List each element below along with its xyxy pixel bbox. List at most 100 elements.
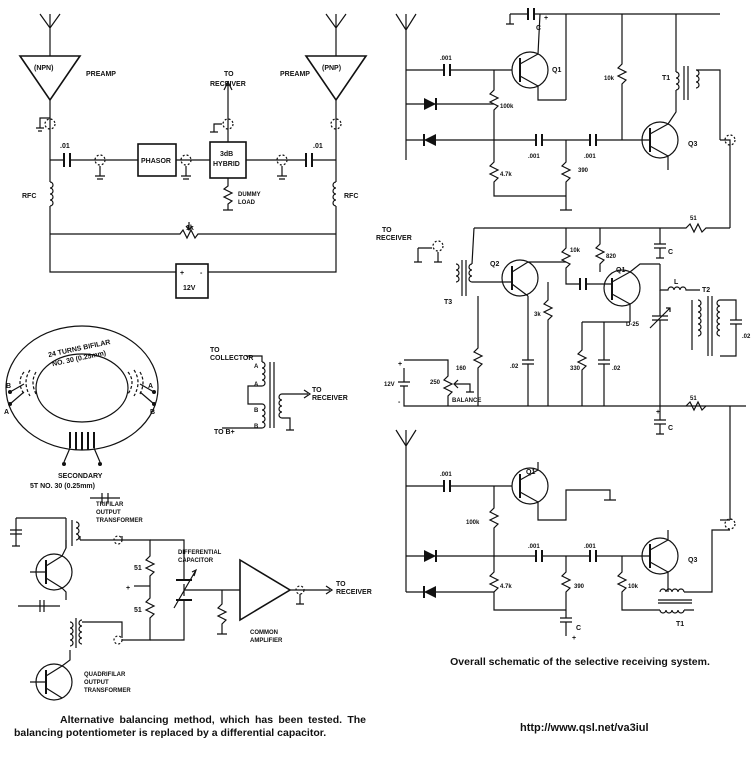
toroid-a-right: A <box>148 383 153 390</box>
hybrid-label-1: 3dB <box>220 151 233 158</box>
td-to-receiver-1: TO <box>312 387 322 394</box>
dummy-load-label-2: LOAD <box>238 200 256 206</box>
sel-c-top: C <box>536 25 541 32</box>
sel-r47k-top: 4.7k <box>500 172 512 178</box>
preamp-left-caption: PREAMP <box>86 71 116 78</box>
antenna-right-icon <box>325 13 347 56</box>
sel-t2: T2 <box>702 287 710 294</box>
sel-d25: D-25 <box>626 322 640 328</box>
phasor-block: PHASOR <box>137 143 177 177</box>
battery-minus: - <box>200 270 203 277</box>
sel-cap001-bot1: .001 <box>528 544 540 550</box>
td-a-2: A <box>254 382 259 388</box>
hybrid-receiver-label: RECEIVER <box>210 81 246 88</box>
trifilar-2: OUTPUT <box>96 510 121 516</box>
sel-plus-bot: + <box>572 635 576 642</box>
sel-minus-batt: - <box>398 399 401 406</box>
toroid-secondary-2: 5T NO. 30 (0.25mm) <box>30 483 95 490</box>
sel-12v: 12V <box>384 382 395 388</box>
sel-r3k: 3k <box>534 312 541 318</box>
bal-r51-bottom: 51 <box>134 607 142 614</box>
balancing-caption: Alternative balancing method, which has … <box>14 714 366 739</box>
sel-t3: T3 <box>444 299 452 306</box>
quadrifilar-1: QUADRIFILAR <box>84 672 126 678</box>
td-b-2: B <box>254 424 259 430</box>
sel-cap001-mid2: .001 <box>584 154 596 160</box>
sel-q1-top: Q1 <box>552 67 561 74</box>
balancing-method-circuit: TRIFILAR OUTPUT TRANSFORMER QUADRIFILAR … <box>10 493 372 701</box>
preamp-pnp: (PNP) <box>304 55 368 102</box>
sel-r100k-bot: 100k <box>466 520 480 526</box>
toroid-winding-diagram: B A A B 24 TURNS BIFILAR NO. 30 (0.25mm)… <box>4 325 159 490</box>
quadrifilar-3: TRANSFORMER <box>84 688 131 694</box>
sel-cap001-bot: .001 <box>440 472 452 478</box>
cap-left-01: .01 <box>60 143 70 150</box>
sel-r390-top: 390 <box>578 168 589 174</box>
common-amp-2: AMPLIFIER <box>250 638 283 644</box>
sel-r10k-top: 10k <box>604 76 615 82</box>
sel-c-bot: C <box>576 625 581 632</box>
trifilar-1: TRIFILAR <box>96 502 124 508</box>
sel-q1-mid: Q1 <box>616 267 625 274</box>
sel-c-mid-top: C <box>668 249 673 256</box>
bal-plus: + <box>126 585 130 592</box>
sel-balance: BALANCE <box>452 398 481 404</box>
diff-cap-2: CAPACITOR <box>178 558 214 564</box>
sel-r10k-mid: 10k <box>570 248 581 254</box>
sel-pot-250: 250 <box>430 380 441 386</box>
toroid-b-right: B <box>150 409 155 416</box>
sel-q3-bot: Q3 <box>688 557 697 564</box>
quadrifilar-2: OUTPUT <box>84 680 109 686</box>
sel-c02-left: .02 <box>510 364 519 370</box>
sel-c02-mid: .02 <box>612 366 621 372</box>
sel-r51-mid-bot: 51 <box>690 396 697 402</box>
cap-right-01: .01 <box>313 143 323 150</box>
toroid-b-left: B <box>6 383 11 390</box>
sel-q1-bot: Q1 <box>526 469 535 476</box>
sel-r820: 820 <box>606 254 617 260</box>
td-b-1: B <box>254 408 259 414</box>
sel-r330: 330 <box>570 366 581 372</box>
bal-to-receiver-2: RECEIVER <box>336 589 372 596</box>
sel-r47k-bot: 4.7k <box>500 584 512 590</box>
preamp-pnp-label: (PNP) <box>322 65 341 72</box>
rfc-left-label: RFC <box>22 193 36 200</box>
bal-r51-top: 51 <box>134 565 142 572</box>
preamp-npn: (NPN) <box>18 55 82 102</box>
trifilar-3: TRANSFORMER <box>96 518 143 524</box>
sel-to-receiver-1: TO <box>382 227 392 234</box>
sel-cap001-top: .001 <box>440 56 452 62</box>
td-a-1: A <box>254 364 259 370</box>
antenna-bottom-right-icon <box>395 429 417 592</box>
preamp-right-caption: PREAMP <box>280 71 310 78</box>
sel-r51-mid-top: 51 <box>690 216 697 222</box>
antenna-top-right-icon <box>395 13 417 160</box>
pot-1k-label: 1k <box>186 225 194 232</box>
toroid-secondary-1: SECONDARY <box>58 473 103 480</box>
source-url[interactable]: http://www.qsl.net/va3iul <box>520 722 649 734</box>
sel-q2: Q2 <box>490 261 499 268</box>
sel-cap001-mid1: .001 <box>528 154 540 160</box>
sel-cap001-bot2: .001 <box>584 544 596 550</box>
battery-label: 12V <box>183 285 196 292</box>
hybrid-to-label: TO <box>224 71 234 78</box>
td-to-receiver-2: RECEIVER <box>312 395 348 402</box>
dummy-load-label-1: DUMMY <box>238 192 261 198</box>
sel-r10k-bot: 10k <box>628 584 639 590</box>
sel-q3-top: Q3 <box>688 141 697 148</box>
sel-r160: 160 <box>456 366 467 372</box>
sel-t1-top: T1 <box>662 75 670 82</box>
hybrid-block: 3dB HYBRID <box>209 141 247 179</box>
sel-c-mid-bot: C <box>668 425 673 432</box>
diff-cap-1: DIFFERENTIAL <box>178 550 222 556</box>
sel-plus-mid-bot: + <box>656 409 660 416</box>
antenna-left-icon <box>39 13 61 56</box>
transformer-wiring-detail: TO COLLECTOR A A B B TO RECEIVER TO B+ <box>210 347 348 436</box>
selective-receiver-schematic: C + .001 Q1 100k .001 .001 4.7k 390 10k … <box>376 8 751 642</box>
sel-c02-right: .02 <box>742 334 751 340</box>
sel-r390-bot: 390 <box>574 584 585 590</box>
td-collector: COLLECTOR <box>210 355 253 362</box>
bal-to-receiver-1: TO <box>336 581 346 588</box>
schematic-caption: Overall schematic of the selective recei… <box>450 656 710 668</box>
